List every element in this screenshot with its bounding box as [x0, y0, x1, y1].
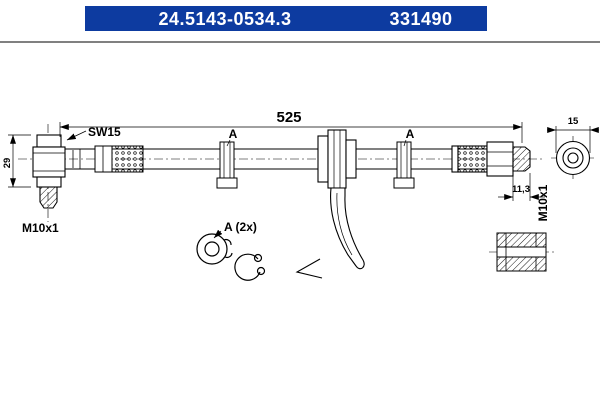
label-wrench-size: SW15	[88, 125, 121, 139]
dim-overall-length: 525	[276, 109, 301, 126]
label-detail: A (2x)	[224, 220, 257, 234]
right-threaded-stub	[512, 146, 531, 172]
dim-thread-length: 11,3	[512, 184, 530, 195]
clip-detail	[196, 233, 266, 281]
bracket-tab	[295, 258, 323, 279]
dimension-lines	[8, 122, 599, 239]
left-banjo-fitting	[32, 134, 74, 209]
title-bar: 24.5143-0534.3 331490	[85, 6, 487, 31]
dim-end-diameter: 15	[568, 116, 579, 127]
dim-fitting-height: 29	[2, 158, 13, 169]
left-threaded-stub	[39, 186, 58, 209]
mounting-clip-left	[216, 141, 238, 189]
catalog-number: 331490	[389, 9, 452, 29]
title-bar-background	[85, 6, 487, 31]
part-number: 24.5143-0534.3	[158, 9, 291, 29]
right-hex	[486, 141, 514, 177]
end-view	[555, 140, 591, 176]
left-crimp-collar	[94, 145, 144, 173]
mounting-clip-right	[393, 141, 415, 189]
section-detail	[496, 232, 547, 272]
label-thread-right: M10x1	[536, 184, 550, 221]
callout-clip-left: A	[229, 127, 238, 141]
label-thread-left: M10x1	[22, 221, 59, 235]
right-fitting	[451, 141, 531, 177]
callout-clip-right: A	[406, 127, 415, 141]
hose-bracket	[295, 187, 365, 279]
center-grommet	[317, 129, 357, 189]
right-crimp-collar	[457, 145, 488, 173]
